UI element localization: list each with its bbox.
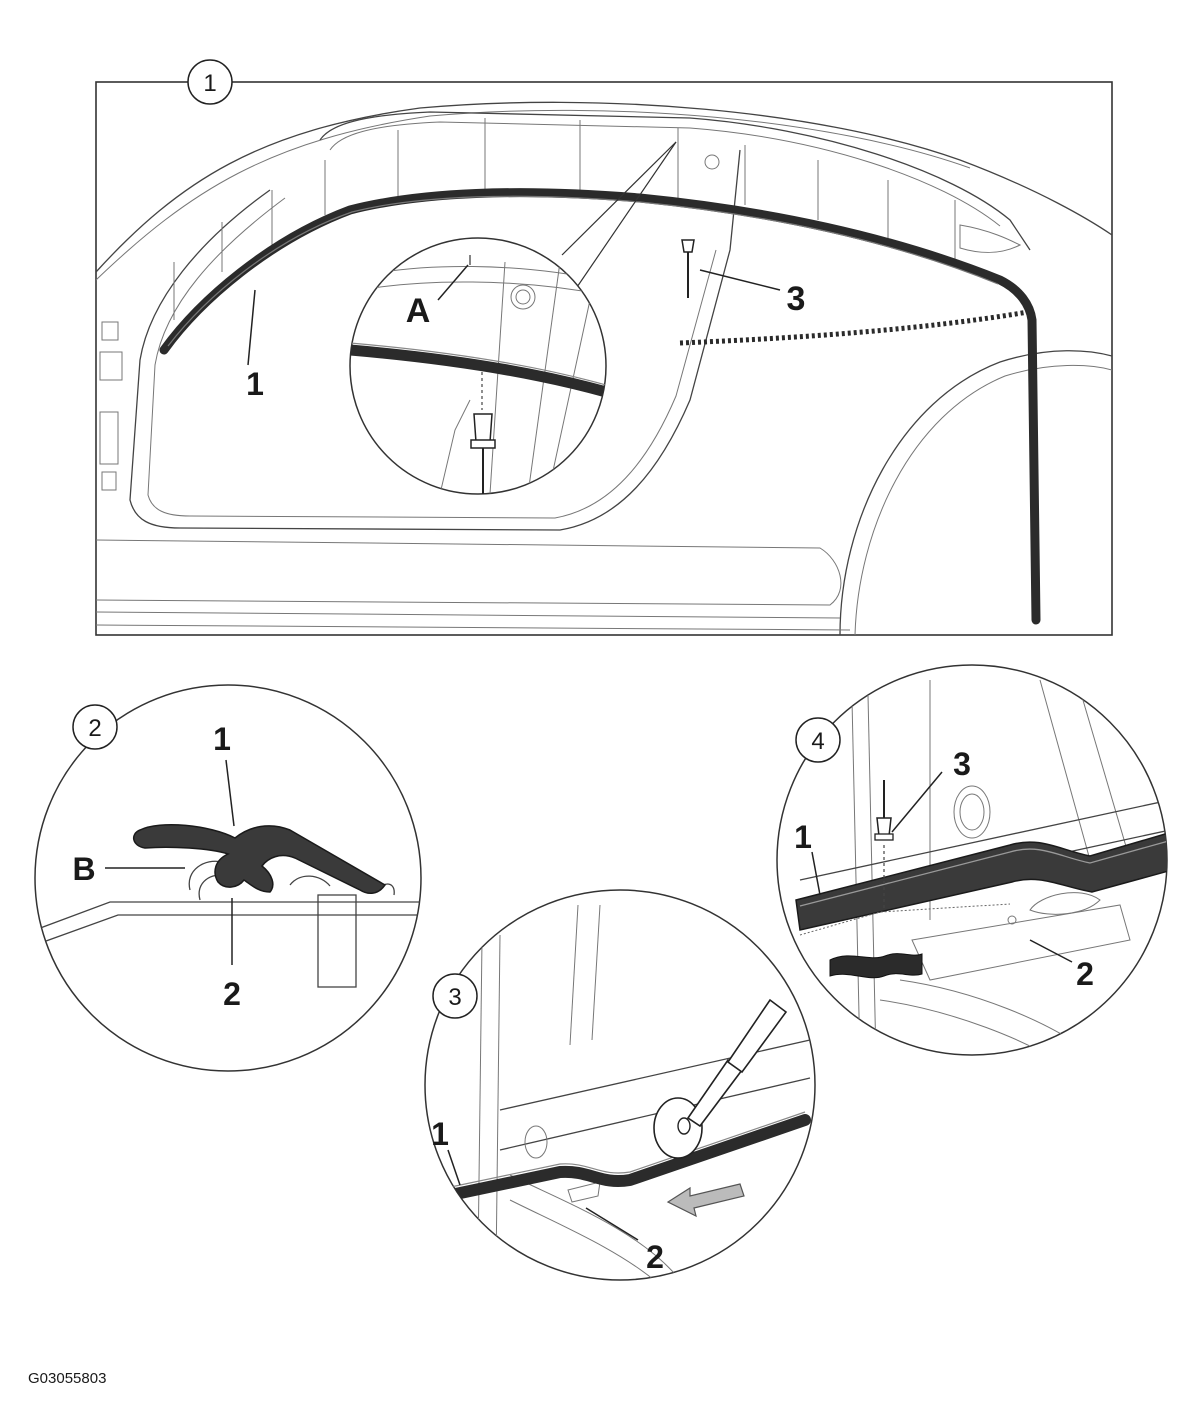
- rivet-main: [681, 239, 695, 298]
- figure-id: G03055803: [28, 1370, 107, 1387]
- step-marker-1: 1: [187, 59, 233, 105]
- view-4-rivet-install: [776, 664, 1168, 1056]
- label-clip-b: B: [72, 851, 95, 887]
- vehicle-body-outline: [96, 101, 1112, 635]
- label-seal-v4: 1: [794, 819, 812, 855]
- label-rivet-v4: 3: [953, 746, 971, 782]
- step-marker-4: 4: [795, 717, 841, 763]
- step-marker-3: 3: [432, 973, 478, 1019]
- svg-text:2: 2: [88, 715, 101, 742]
- label-rivet-main: 3: [787, 280, 806, 318]
- label-seal-v2: 1: [213, 721, 231, 757]
- label-flange-v4: 2: [1076, 956, 1094, 992]
- svg-text:1: 1: [203, 70, 216, 97]
- step-marker-2: 2: [72, 704, 118, 750]
- svg-text:4: 4: [811, 728, 824, 755]
- view-3-roller-install: [424, 889, 816, 1281]
- label-seal-v3: 1: [431, 1116, 449, 1152]
- svg-text:3: 3: [448, 984, 461, 1011]
- label-flange-v2: 2: [223, 976, 241, 1012]
- label-seal-main: 1: [246, 366, 264, 402]
- label-detail-a: A: [406, 292, 431, 330]
- main-view-frame: [95, 81, 1113, 636]
- view-2-cross-section: [34, 684, 422, 1072]
- label-flange-v3: 2: [646, 1239, 664, 1275]
- detail-zoom-circle: [349, 237, 607, 495]
